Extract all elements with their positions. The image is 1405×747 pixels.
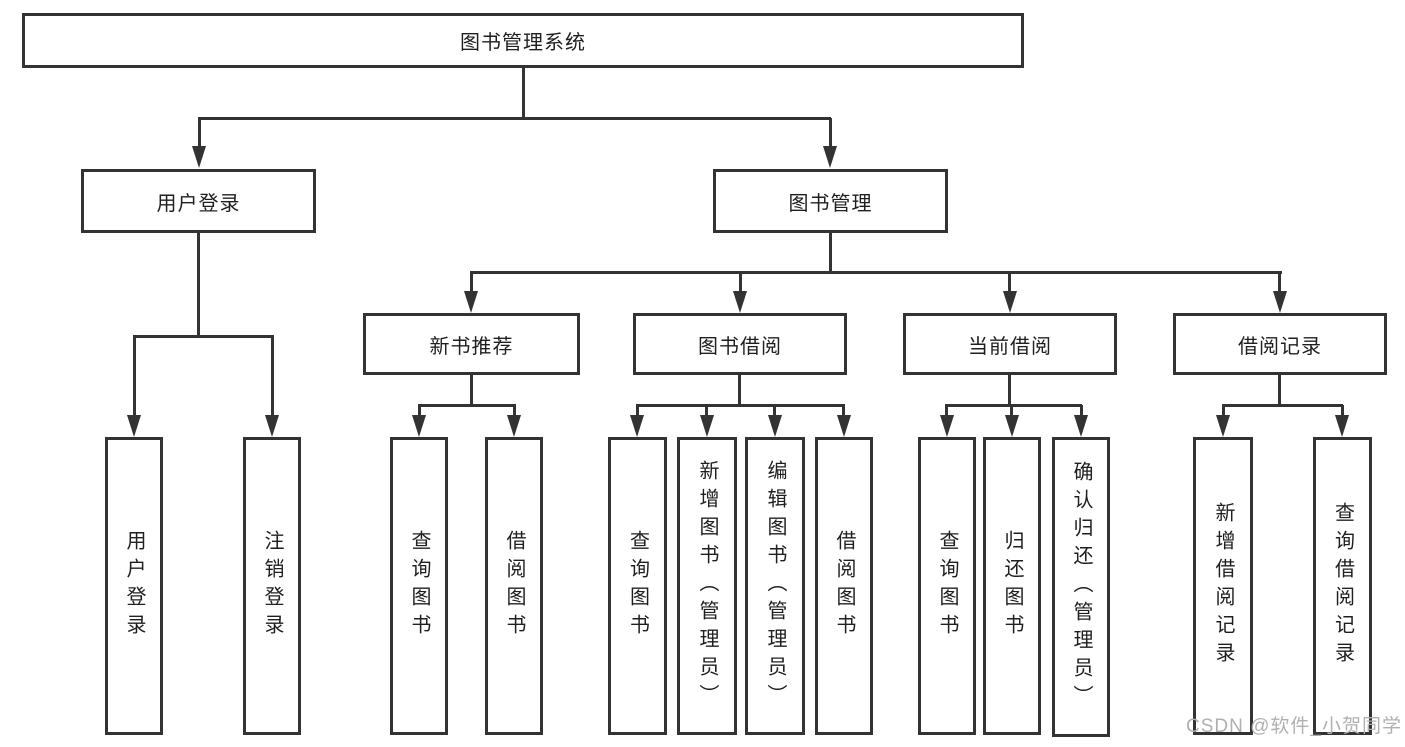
- connector-line: [945, 404, 1082, 407]
- node-leaf-return-book: 归还图书: [983, 437, 1041, 735]
- node-leaf-user-login: 用户登录: [105, 437, 163, 735]
- node-leaf-confirm-return-admin: 确认归还（管理员）: [1052, 437, 1110, 737]
- arrow-down: [1005, 415, 1019, 437]
- connector-line: [522, 68, 525, 118]
- node-leaf-query-book-current: 查询图书: [918, 437, 976, 735]
- node-leaf-logout: 注销登录: [243, 437, 301, 735]
- arrow-down: [768, 415, 782, 437]
- connector-line: [1008, 375, 1011, 406]
- leaf-label: 注销登录: [261, 530, 283, 642]
- connector-line: [470, 272, 473, 294]
- node-new-book-recommend: 新书推荐: [363, 313, 580, 375]
- node-user-login: 用户登录: [81, 169, 316, 233]
- node-borrow-record: 借阅记录: [1173, 313, 1387, 375]
- arrow-down: [192, 146, 206, 168]
- arrow-down: [127, 415, 141, 437]
- connector-line: [739, 272, 742, 294]
- connector-line: [829, 118, 832, 150]
- arrow-down: [700, 415, 714, 437]
- leaf-label: 编辑图书（管理员）: [764, 460, 786, 712]
- arrow-down: [630, 415, 644, 437]
- connector-line: [470, 375, 473, 406]
- node-current-borrow: 当前借阅: [903, 313, 1117, 375]
- arrow-down: [265, 415, 279, 437]
- arrow-down: [733, 291, 747, 313]
- arrow-down: [1074, 415, 1088, 437]
- node-leaf-borrow-book-recommend: 借阅图书: [485, 437, 543, 735]
- node-borrow-record-label: 借阅记录: [1238, 335, 1322, 358]
- connector-line: [197, 232, 200, 336]
- connector-line: [945, 405, 948, 419]
- connector-line: [470, 271, 1282, 274]
- connector-line: [1278, 272, 1281, 294]
- arrow-down: [464, 291, 478, 313]
- leaf-label: 确认归还（管理员）: [1070, 461, 1092, 713]
- arrow-down: [837, 415, 851, 437]
- connector-line: [1008, 272, 1011, 294]
- connector-line: [705, 405, 708, 419]
- leaf-label: 归还图书: [1001, 530, 1023, 642]
- connector-line: [1222, 404, 1343, 407]
- arrow-down: [1216, 415, 1230, 437]
- connector-line: [1222, 405, 1225, 419]
- leaf-label: 查询图书: [626, 530, 649, 642]
- node-new-book-recommend-label: 新书推荐: [429, 335, 514, 358]
- leaf-label: 借阅图书: [833, 530, 855, 642]
- connector-line: [636, 405, 639, 419]
- arrow-down: [412, 415, 426, 437]
- arrow-down: [940, 415, 954, 437]
- arrow-down: [1273, 291, 1287, 313]
- leaf-label: 新增借阅记录: [1212, 502, 1234, 670]
- node-current-borrow-label: 当前借阅: [968, 335, 1052, 358]
- connector-line: [1080, 405, 1083, 419]
- node-book-borrow-label: 图书借阅: [698, 335, 782, 358]
- node-book-borrow: 图书借阅: [633, 313, 847, 375]
- connector-line: [418, 404, 516, 407]
- node-root-label: 图书管理系统: [460, 32, 586, 54]
- leaf-label: 用户登录: [123, 530, 145, 642]
- connector-line: [418, 405, 421, 419]
- node-leaf-borrow-book: 借阅图书: [815, 437, 873, 735]
- node-root: 图书管理系统: [22, 13, 1024, 68]
- connector-line: [513, 405, 516, 419]
- connector-line: [1010, 405, 1013, 419]
- connector-line: [636, 404, 845, 407]
- connector-line: [1278, 375, 1281, 406]
- node-leaf-edit-book-admin: 编辑图书（管理员）: [745, 437, 805, 735]
- connector-line: [829, 232, 832, 274]
- connector-line: [1341, 405, 1344, 419]
- connector-line: [198, 117, 831, 120]
- arrow-down: [1335, 415, 1349, 437]
- node-leaf-add-borrow-record: 新增借阅记录: [1193, 437, 1253, 735]
- node-leaf-query-book-borrow: 查询图书: [608, 437, 667, 735]
- node-book-management: 图书管理: [713, 169, 948, 233]
- node-leaf-query-borrow-record: 查询借阅记录: [1313, 437, 1372, 735]
- connector-line: [842, 405, 845, 419]
- node-leaf-add-book-admin: 新增图书（管理员）: [677, 437, 737, 735]
- arrow-down: [823, 146, 837, 168]
- node-book-management-label: 图书管理: [788, 192, 873, 215]
- leaf-label: 新增图书（管理员）: [696, 460, 718, 712]
- leaf-label: 查询借阅记录: [1331, 502, 1354, 670]
- arrow-down: [1003, 291, 1017, 313]
- connector-line: [738, 375, 741, 406]
- node-user-login-label: 用户登录: [156, 192, 241, 215]
- connector-line: [133, 336, 136, 418]
- connector-line: [198, 118, 201, 150]
- csdn-watermark: CSDN @软件_小贺同学: [1186, 716, 1402, 737]
- leaf-label: 查询图书: [408, 530, 430, 642]
- leaf-label: 查询图书: [936, 530, 958, 642]
- connector-line: [133, 335, 274, 338]
- leaf-label: 借阅图书: [503, 530, 525, 642]
- connector-line: [773, 405, 776, 419]
- arrow-down: [507, 415, 521, 437]
- node-leaf-query-book-recommend: 查询图书: [390, 437, 448, 735]
- connector-line: [271, 336, 274, 418]
